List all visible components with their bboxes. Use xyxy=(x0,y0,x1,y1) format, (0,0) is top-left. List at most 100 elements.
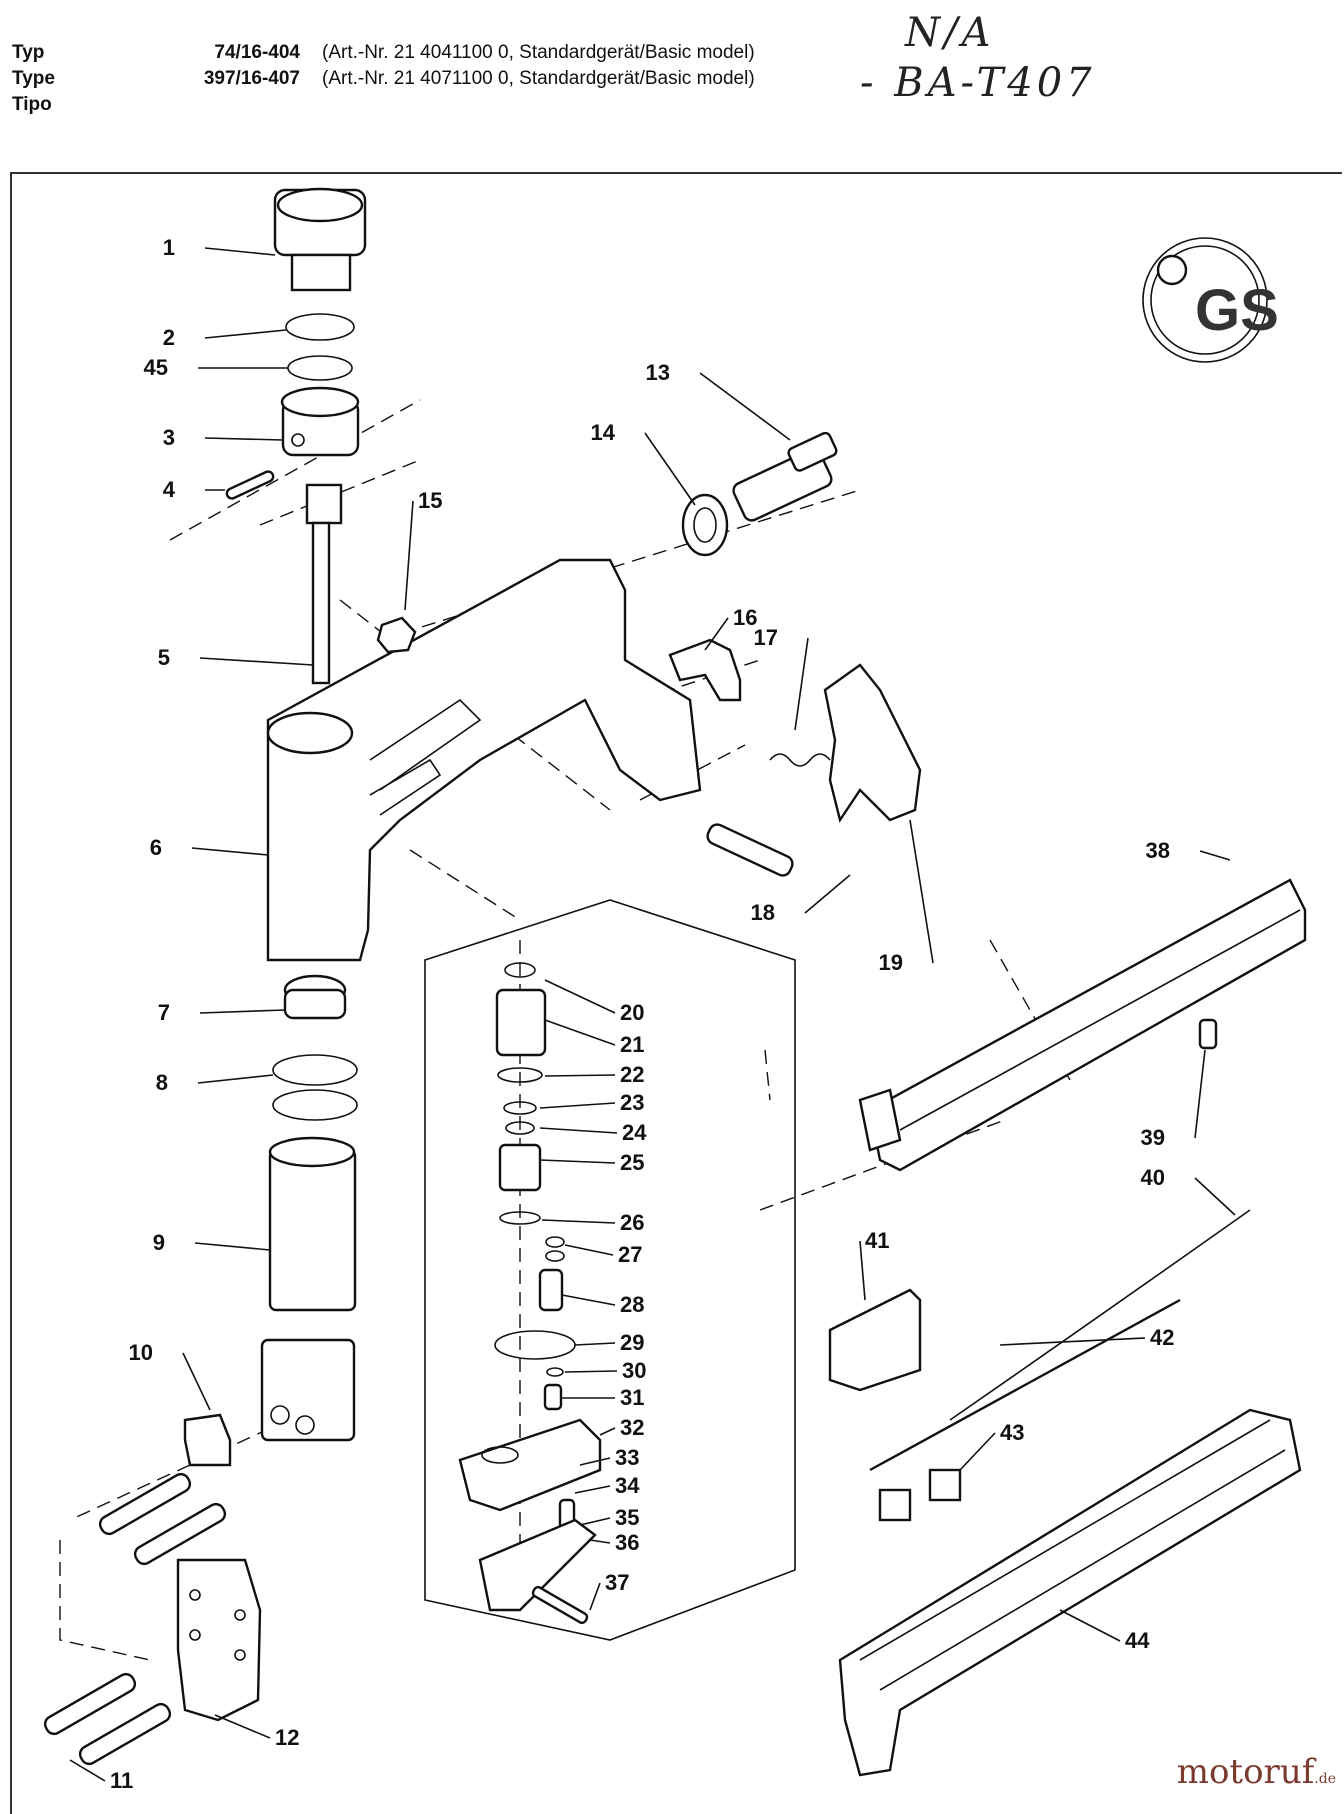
callout-leader-32 xyxy=(599,1427,616,1436)
part-43-block-a xyxy=(878,1488,912,1522)
part-18-bolt xyxy=(706,823,794,877)
callout-label-16: 16 xyxy=(733,605,757,630)
callout-label-12: 12 xyxy=(275,1725,299,1750)
callout-leader-21 xyxy=(544,1019,616,1046)
brand-watermark: motoruf.de xyxy=(1176,1752,1336,1792)
callout-leader-28 xyxy=(561,1294,616,1306)
valve-group-parts xyxy=(458,962,602,1625)
callout-label-9: 9 xyxy=(153,1230,165,1255)
part-4-pin xyxy=(225,470,275,500)
callout-leader-26 xyxy=(541,1219,616,1224)
callout-leader-39 xyxy=(1194,1049,1206,1139)
callout-label-21: 21 xyxy=(620,1032,644,1057)
callout-label-31: 31 xyxy=(620,1385,644,1410)
callout-label-32: 32 xyxy=(620,1415,644,1440)
part-41-clip xyxy=(828,1288,922,1392)
callout-leader-38 xyxy=(1199,850,1231,861)
callout-leader-2 xyxy=(204,329,287,339)
callout-leader-22 xyxy=(544,1074,616,1077)
callout-label-14: 14 xyxy=(591,420,616,445)
callout-label-43: 43 xyxy=(1000,1420,1024,1445)
callout-leader-42 xyxy=(999,1337,1146,1346)
part-6-housing xyxy=(266,558,702,962)
callout-leader-9 xyxy=(194,1242,271,1251)
callout-label-35: 35 xyxy=(615,1505,639,1530)
callout-label-38: 38 xyxy=(1146,838,1170,863)
callout-label-44: 44 xyxy=(1125,1628,1150,1653)
valve-group-frame xyxy=(424,899,796,1641)
part-7-valve-seat xyxy=(283,974,347,1020)
part-8-o-ring-lower xyxy=(272,1089,358,1121)
callout-label-28: 28 xyxy=(620,1292,644,1317)
handwritten-na: N/A xyxy=(905,10,995,56)
callout-label-40: 40 xyxy=(1141,1165,1165,1190)
callout-label-41: 41 xyxy=(865,1228,889,1253)
callout-label-18: 18 xyxy=(751,900,775,925)
callout-label-25: 25 xyxy=(620,1150,644,1175)
callout-label-33: 33 xyxy=(615,1445,639,1470)
callout-leader-44 xyxy=(1059,1609,1121,1642)
callout-label-5: 5 xyxy=(158,645,170,670)
part-42-rod xyxy=(869,1298,1181,1472)
part-9-cylinder xyxy=(260,1136,357,1442)
callout-leader-1 xyxy=(204,247,276,256)
callout-label-8: 8 xyxy=(156,1070,168,1095)
part-5-driver-blade xyxy=(305,483,343,685)
part-10-guide-block xyxy=(183,1413,232,1467)
gs-certification-seal-icon: GS xyxy=(1142,237,1279,363)
callout-label-11: 11 xyxy=(110,1768,133,1793)
callout-label-15: 15 xyxy=(418,488,442,513)
callout-label-2: 2 xyxy=(163,325,175,350)
part-38-magazine-channel xyxy=(858,878,1307,1172)
callout-label-4: 4 xyxy=(163,477,176,502)
part-11-screws xyxy=(43,1472,227,1766)
callout-label-37: 37 xyxy=(605,1570,629,1595)
callout-leader-7 xyxy=(199,1009,286,1014)
type-label-it: Tipo xyxy=(12,94,52,115)
callout-leader-13 xyxy=(699,372,791,441)
callout-label-3: 3 xyxy=(163,425,175,450)
callout-leader-6 xyxy=(191,847,269,856)
callout-label-34: 34 xyxy=(615,1473,640,1498)
part-14-washer xyxy=(681,493,729,557)
part-43-block-b xyxy=(928,1468,962,1502)
part-16-trigger-bracket xyxy=(668,638,742,702)
part-3-cylinder-cap xyxy=(280,386,360,457)
part-17-spring xyxy=(769,753,831,767)
callout-leader-20 xyxy=(544,979,616,1014)
part-2-o-ring xyxy=(285,313,355,341)
callout-label-7: 7 xyxy=(158,1000,170,1025)
callout-label-22: 22 xyxy=(620,1062,644,1087)
callout-label-36: 36 xyxy=(615,1530,639,1555)
part-44-magazine xyxy=(838,1408,1302,1777)
callout-leader-29 xyxy=(574,1342,616,1346)
callout-leader-8 xyxy=(197,1074,274,1084)
callout-label-45: 45 xyxy=(144,355,168,380)
callout-leader-23 xyxy=(539,1102,616,1109)
callout-label-26: 26 xyxy=(620,1210,644,1235)
callout-leader-15 xyxy=(404,500,414,611)
model-code-1: 74/16-404 xyxy=(214,42,300,63)
model-desc-1: (Art.-Nr. 21 4041100 0, Standardgerät/Ba… xyxy=(322,42,755,63)
callout-leader-40 xyxy=(1194,1177,1236,1216)
diagram-frame xyxy=(10,172,1342,1814)
callout-label-29: 29 xyxy=(620,1330,644,1355)
callout-label-20: 20 xyxy=(620,1000,644,1025)
callout-label-39: 39 xyxy=(1141,1125,1165,1150)
model-code-2: 397/16-407 xyxy=(203,68,300,89)
callout-leader-17 xyxy=(794,637,809,731)
callout-leader-27 xyxy=(564,1244,614,1256)
part-13-air-fitting xyxy=(732,431,838,522)
part-15-nut xyxy=(376,616,417,654)
callout-leader-14 xyxy=(644,432,696,506)
type-label-de: Typ xyxy=(12,42,45,63)
model-desc-2: (Art.-Nr. 21 4071100 0, Standardgerät/Ba… xyxy=(322,68,755,89)
callout-label-10: 10 xyxy=(129,1340,153,1365)
callout-leader-3 xyxy=(204,437,284,441)
callout-leader-35 xyxy=(579,1517,611,1526)
callout-label-24: 24 xyxy=(622,1120,647,1145)
callout-leader-10 xyxy=(182,1352,211,1411)
callout-leader-37 xyxy=(589,1582,601,1611)
callout-leader-33 xyxy=(579,1457,611,1466)
